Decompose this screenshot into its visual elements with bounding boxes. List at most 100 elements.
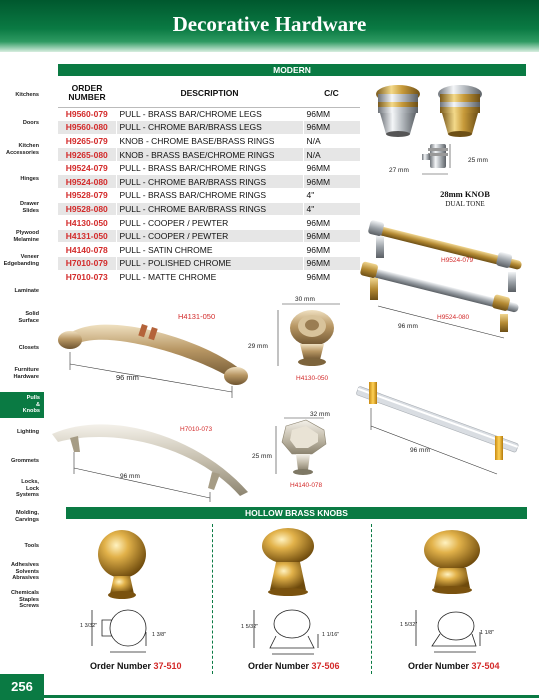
hollow-brass-section-header: HOLLOW BRASS KNOBS (66, 507, 527, 519)
knob-h4140-code: H4140-078 (290, 482, 323, 489)
sidebar-item[interactable]: Molding,Carvings (0, 510, 42, 523)
sidebar-item[interactable]: Closets (0, 345, 42, 352)
description-cell: PULL - COOPER / PEWTER (115, 229, 303, 244)
pull-h9524-image (360, 220, 522, 339)
sidebar-item-label: Plywood (16, 230, 39, 236)
sidebar-item-label: Solvents (15, 568, 39, 575)
sidebar-item-label: Lock (25, 485, 39, 492)
sidebar-item[interactable]: Kitchens (0, 92, 42, 99)
order-number-cell: H4131-050 (58, 229, 116, 244)
pull-h9524-dim-label: 96 mm (398, 323, 418, 330)
modern-section-header: MODERN (58, 64, 526, 76)
cc-cell: 96MM (302, 107, 360, 122)
order-number-cell: H9560-080 (58, 120, 116, 135)
knob-side-view-icon (422, 144, 451, 175)
sidebar-item-label: Kitchens (15, 92, 39, 98)
description-cell: KNOB - CHROME BASE/BRASS RINGS (115, 134, 303, 149)
order-number-value: 37-506 (311, 661, 340, 671)
knob-28mm-title: 28mm KNOB (440, 189, 490, 199)
sidebar-item-label: Adhesives (11, 562, 39, 568)
knob-h4130-height-label: 29 mm (248, 343, 268, 350)
knob-28mm-dual-tone-image (376, 85, 482, 175)
knob-h4140-image (275, 417, 327, 475)
hollow-knob-2-order: Order Number 37-506 (248, 661, 340, 671)
description-cell: PULL - BRASS BAR/CHROME RINGS (115, 161, 303, 176)
knob-28mm-height-label: 25 mm (468, 157, 488, 164)
sidebar-item-label: Furniture (14, 367, 39, 373)
knob-28mm-subtitle: DUAL TONE (445, 200, 485, 208)
order-number-label: Order Number (408, 661, 470, 671)
description-cell: PULL - BRASS BAR/CHROME LEGS (115, 107, 303, 122)
sidebar-item-label: Knobs (22, 408, 40, 415)
column-divider (212, 524, 213, 674)
sidebar-item-label: Pulls (26, 395, 40, 401)
order-number-cell: H4130-050 (58, 215, 116, 230)
knob-h4130-image (277, 303, 340, 366)
order-number-cell: H9528-079 (58, 188, 116, 203)
description-cell: PULL - MATTE CHROME (115, 270, 303, 285)
order-number-cell: H9524-079 (58, 161, 116, 176)
hollow-knob-37-510-image (91, 530, 147, 653)
sidebar-item[interactable]: Laminate (0, 288, 42, 295)
knob-brass-rings-icon (376, 85, 420, 137)
hollow-knob-2-dim-w: 1 1/16" (322, 632, 340, 638)
page-header: Decorative Hardware (0, 0, 539, 52)
pull-h7010-dim-label: 96 mm (120, 473, 140, 480)
pull-h4131-image (58, 324, 248, 398)
order-number-cell: H9528-080 (58, 202, 116, 217)
description-cell: PULL - COOPER / PEWTER (115, 215, 303, 230)
sidebar-item-label: Veneer (20, 254, 39, 260)
sidebar-item-label: Abrasives (12, 575, 39, 582)
hollow-knob-3-dim-h: 1 5/32" (400, 622, 418, 628)
hollow-knob-3-dim-w: 1 1/8" (480, 630, 495, 636)
sidebar-item[interactable]: Pulls&Knobs (0, 392, 44, 418)
cc-cell: 4" (302, 202, 360, 217)
column-header-description: DESCRIPTION (116, 80, 303, 108)
pull-h9524-079-code: H9524-079 (441, 257, 474, 264)
sidebar-item[interactable]: Lighting (0, 429, 42, 436)
description-cell: PULL - CHROME BAR/BRASS RINGS (115, 174, 303, 190)
column-header-order-number: ORDER NUMBER (58, 80, 116, 108)
knob-h4140-width-label: 32 mm (310, 411, 330, 418)
page-title: Decorative Hardware (172, 12, 367, 36)
hollow-knob-1-dim-w: 1 3/8" (152, 632, 167, 638)
footer-rule (44, 695, 539, 698)
cc-cell: 96MM (302, 161, 360, 176)
sidebar-item-label: Hinges (20, 176, 39, 182)
sidebar-item-label: Systems (15, 492, 39, 499)
hollow-knob-37-504-image (415, 530, 481, 653)
order-number-value: 37-510 (153, 661, 182, 671)
sidebar-item-label: Molding, (16, 510, 39, 516)
hollow-knob-2-dim-h: 1 5/32" (241, 624, 259, 630)
knob-h4130-code: H4130-050 (296, 375, 329, 382)
description-cell: PULL - CHROME BAR/BRASS RINGS (115, 202, 303, 217)
cc-cell: 96MM (302, 174, 360, 190)
table-header-row: ORDER NUMBER DESCRIPTION C/C (58, 80, 360, 108)
sidebar-item-label: Lighting (16, 429, 39, 435)
sidebar-item[interactable]: Grommets (0, 458, 42, 465)
sidebar-item[interactable]: Hinges (0, 176, 42, 183)
order-number-cell: H9265-079 (58, 134, 116, 149)
knob-chrome-rings-icon (438, 85, 482, 137)
description-cell: PULL - POLISHED CHROME (115, 256, 303, 271)
column-divider (371, 524, 372, 674)
sidebar-item[interactable]: Doors (0, 120, 42, 127)
sidebar-item[interactable]: Tools (0, 543, 42, 550)
